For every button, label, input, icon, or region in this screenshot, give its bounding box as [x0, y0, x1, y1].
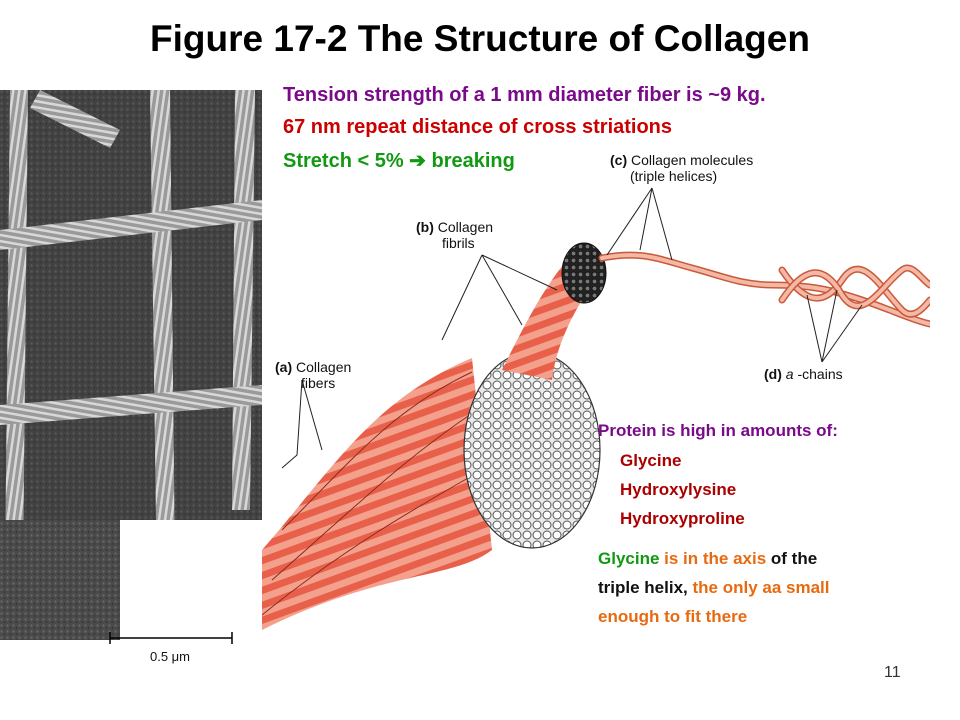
glycine-note-line-1: Glycine is in the axis of the: [598, 549, 818, 568]
label-collagen-molecules: (c) Collagen molecules (triple helices): [610, 152, 754, 184]
label-alpha-chains: (d) a -chains: [764, 366, 843, 382]
collagen-hierarchy-diagram: [262, 110, 930, 665]
amino-acid-hydroxylysine: Hydroxylysine: [620, 480, 737, 499]
amino-acid-hydroxyproline: Hydroxyproline: [620, 509, 745, 528]
page-number: 11: [884, 664, 901, 681]
amino-acid-glycine: Glycine: [620, 451, 682, 470]
electron-micrograph: 0.5 μm: [0, 90, 262, 665]
label-collagen-fibers: (a) Collagen fibers: [275, 359, 352, 391]
label-collagen-fibrils: (b) Collagen fibrils: [416, 219, 494, 251]
repeat-distance-fact: 67 nm repeat distance of cross striation…: [283, 116, 673, 138]
triple-helix: [598, 251, 930, 328]
protein-composition-heading: Protein is high in amounts of:: [598, 421, 838, 440]
leader-lines: [281, 187, 863, 469]
fibril-cross-section: [561, 242, 607, 304]
scale-bar-label: 0.5 μm: [150, 649, 190, 664]
slide-title: Figure 17-2 The Structure of Collagen: [150, 18, 810, 59]
glycine-note-line-2: triple helix, the only aa small: [598, 578, 830, 597]
stretch-breaking-fact: Stretch < 5% ➔ breaking: [283, 150, 515, 172]
fiber-cross-section: [463, 351, 601, 549]
collagen-fiber-bundle: [262, 358, 492, 630]
glycine-note-line-3: enough to fit there: [598, 607, 748, 626]
tension-strength-fact: Tension strength of a 1 mm diameter fibe…: [283, 84, 766, 106]
